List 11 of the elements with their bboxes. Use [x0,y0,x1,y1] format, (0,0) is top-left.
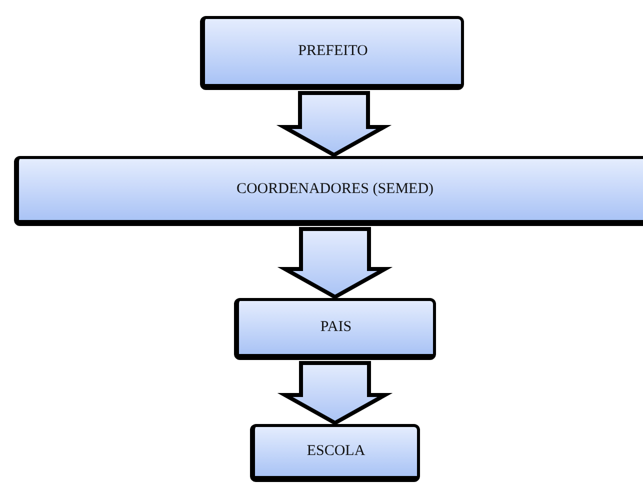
box-label: PREFEITO [298,42,368,62]
process-box [200,16,464,90]
process-box [250,424,420,482]
box-label: PAIS [320,318,352,338]
block-arrow [277,361,393,426]
block-arrow [276,91,392,158]
box-label: ESCOLA [306,442,366,462]
process-box [234,298,436,360]
process-box [14,156,643,226]
block-arrow [277,227,393,300]
box-label: COORDENADORES (SEMED) [236,180,434,200]
